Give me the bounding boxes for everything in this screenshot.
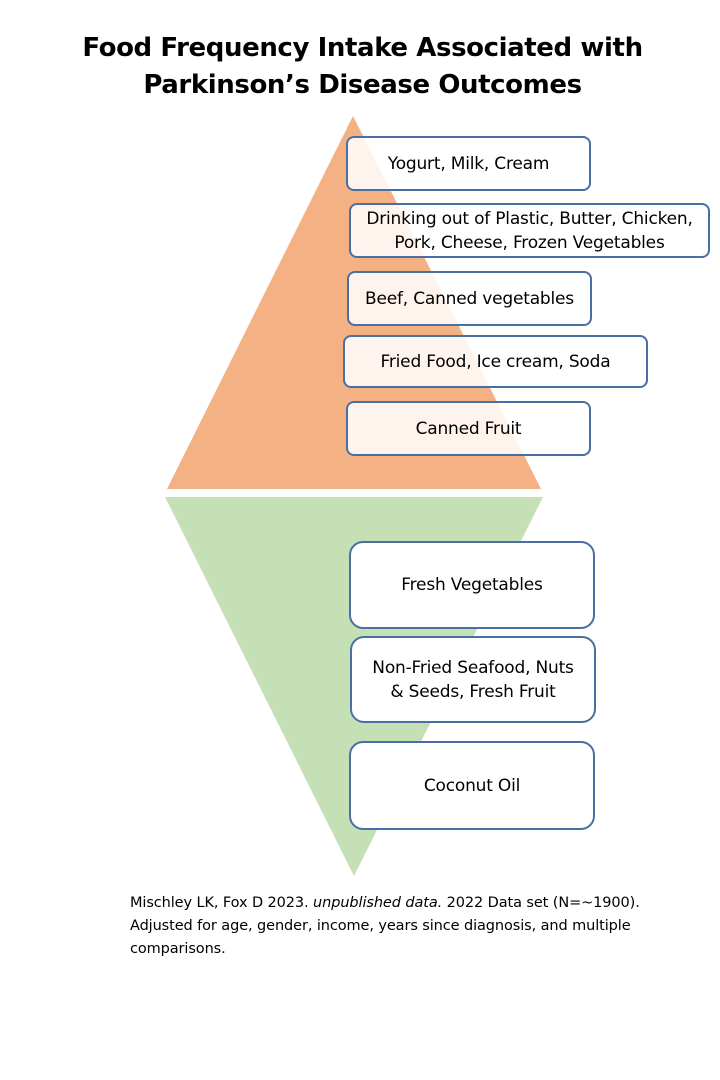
page-title: Food Frequency Intake Associated with Pa… [60, 30, 665, 104]
title-line-1: Food Frequency Intake Associated with [82, 33, 643, 63]
upper-item-box: Yogurt, Milk, Cream [346, 136, 591, 191]
lower-item-box: Non-Fried Seafood, Nuts & Seeds, Fresh F… [350, 636, 596, 723]
source-line-2: Adjusted for age, gender, income, years … [130, 918, 631, 934]
lower-item-box: Coconut Oil [349, 741, 595, 830]
upper-item-box: Fried Food, Ice cream, Soda [343, 335, 648, 388]
lower-item-line: Coconut Oil [423, 775, 521, 796]
upper-item-box: Canned Fruit [346, 401, 591, 456]
upper-item-line: Fried Food, Ice cream, Soda [380, 351, 611, 372]
upper-item-line: Drinking out of Plastic, Butter, Chicken… [366, 208, 693, 229]
upper-item-line: Canned Fruit [415, 418, 522, 439]
upper-item-line: Beef, Canned vegetables [365, 288, 574, 309]
source-line-1: Mischley LK, Fox D 2023. unpublished dat… [130, 892, 670, 915]
source-authors: Mischley LK, Fox D 2023. [130, 895, 314, 911]
source-note: Mischley LK, Fox D 2023. unpublished dat… [130, 892, 670, 961]
lower-item-line: Non-Fried Seafood, Nuts [372, 657, 574, 678]
upper-item-line: Pork, Cheese, Frozen Vegetables [394, 232, 665, 253]
source-dataset: 2022 Data set (N=~1900). [442, 895, 640, 911]
upper-item-box: Drinking out of Plastic, Butter, Chicken… [349, 203, 710, 258]
title-line-2: Parkinson’s Disease Outcomes [143, 70, 582, 100]
lower-item-box: Fresh Vegetables [349, 541, 595, 629]
upper-item-box: Beef, Canned vegetables [347, 271, 592, 326]
source-unpublished: unpublished data. [313, 895, 443, 911]
lower-item-line: & Seeds, Fresh Fruit [390, 681, 556, 702]
lower-item-line: Fresh Vegetables [401, 575, 543, 595]
source-line-3: comparisons. [130, 941, 226, 957]
upper-item-line: Yogurt, Milk, Cream [387, 153, 550, 174]
